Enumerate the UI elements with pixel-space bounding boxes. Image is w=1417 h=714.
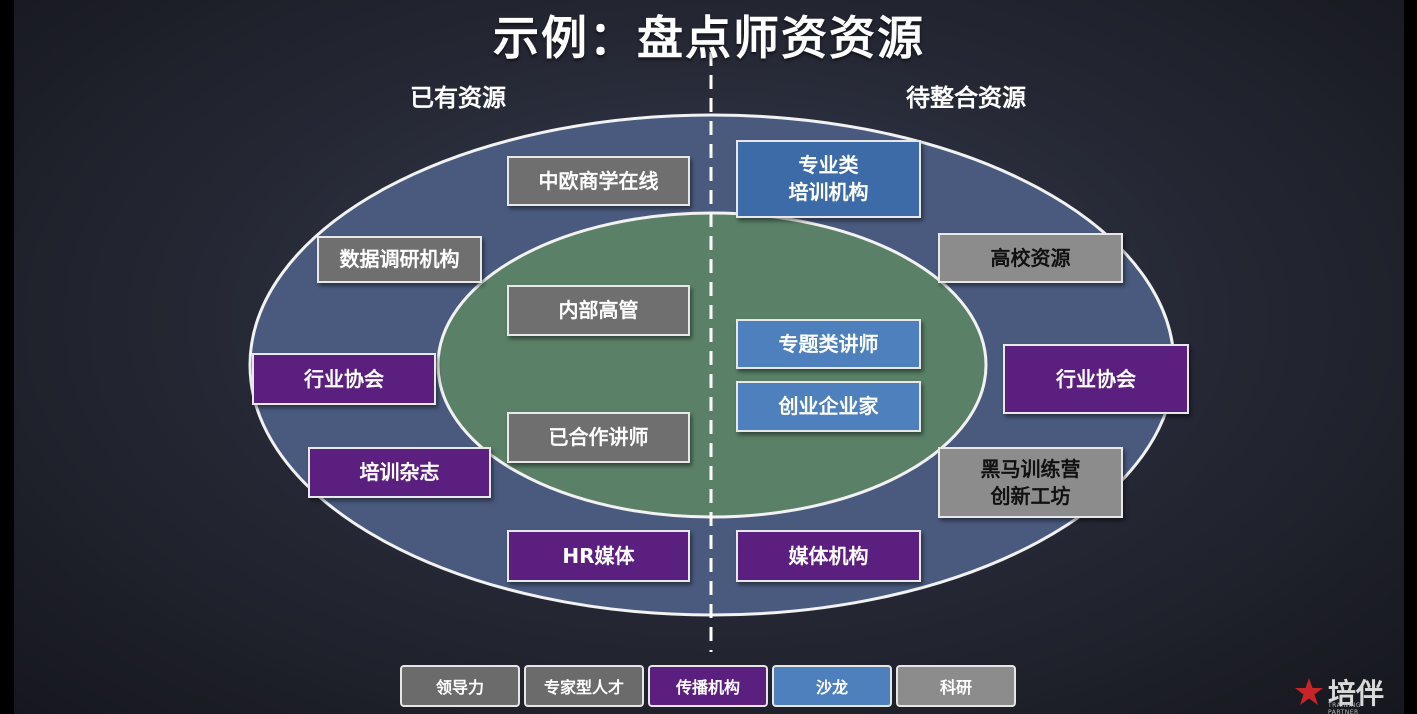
box-media-orgs: 媒体机构 <box>736 530 921 582</box>
logo-text: 培伴 <box>1328 677 1385 710</box>
legend-item-salon: 沙龙 <box>772 665 892 707</box>
legend-item-expert: 专家型人才 <box>524 665 644 707</box>
box-data-research: 数据调研机构 <box>317 236 482 283</box>
box-industry-assoc-right: 行业协会 <box>1003 344 1189 414</box>
box-university: 高校资源 <box>938 233 1123 283</box>
box-entrepreneurs: 创业企业家 <box>736 381 921 432</box>
box-hr-media: HR媒体 <box>507 530 690 582</box>
logo-subtext: TRAINING PARTNER <box>1328 702 1361 714</box>
legend-item-research: 科研 <box>896 665 1016 707</box>
header-to-integrate: 待整合资源 <box>906 84 1026 112</box>
legend-item-media: 传播机构 <box>648 665 768 707</box>
box-training-magazine: 培训杂志 <box>308 447 491 498</box>
star-person-icon <box>1295 678 1323 705</box>
box-professional-training: 专业类 培训机构 <box>736 140 921 218</box>
box-topic-lecturers: 专题类讲师 <box>736 319 921 369</box>
logo: 培伴 TRAINING PARTNER <box>1294 672 1385 714</box>
box-internal-execs: 内部高管 <box>507 285 690 336</box>
header-existing: 已有资源 <box>410 84 506 112</box>
box-industry-assoc-left: 行业协会 <box>252 353 436 405</box>
page-title: 示例：盘点师资资源 <box>493 11 925 65</box>
box-heima: 黑马训练营 创新工坊 <box>938 447 1123 518</box>
slide: 示例：盘点师资资源 已有资源 待整合资源 中欧商学在线 数据调研机构 行业协会 … <box>14 0 1404 714</box>
legend-item-leadership: 领导力 <box>400 665 520 707</box>
resource-diagram <box>248 52 1176 652</box>
box-zhongou: 中欧商学在线 <box>507 156 690 206</box>
legend: 领导力 专家型人才 传播机构 沙龙 科研 <box>400 665 1016 707</box>
box-partner-lecturers: 已合作讲师 <box>507 412 690 463</box>
